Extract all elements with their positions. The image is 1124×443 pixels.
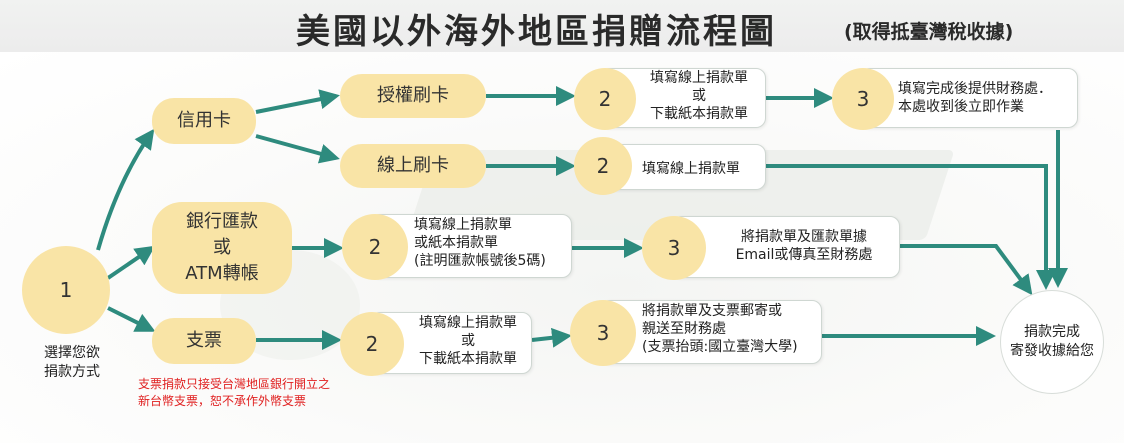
bank-step2-text: 填寫線上捐款單 或紙本捐款單 (註明匯款帳號後5碼) xyxy=(414,217,546,270)
auth-step2-text: 填寫線上捐款單 或 下載紙本捐款單 xyxy=(650,70,748,123)
method-check: 支票 xyxy=(152,318,256,364)
title-band xyxy=(0,0,1124,52)
start-label: 選擇您欲 捐款方式 xyxy=(44,345,100,380)
check-step3-box xyxy=(600,300,822,364)
auth-step3-box xyxy=(860,68,1078,128)
bank-step3-box xyxy=(672,216,900,278)
final-step-circle: 捐款完成 寄發收據給您 xyxy=(1000,290,1104,394)
start-step-number: 1 xyxy=(59,278,73,302)
start-step-circle: 1 xyxy=(22,246,110,334)
check-step2-circle: 2 xyxy=(340,312,404,376)
arrow-bank-step3-to-final xyxy=(900,244,1033,296)
auth-step3-circle: 3 xyxy=(832,68,894,130)
check-step3-text: 將捐款單及支票郵寄或 親送至財務處 (支票抬頭:國立臺灣大學) xyxy=(642,303,798,356)
check-note: 支票捐款只接受台灣地區銀行開立之 新台幣支票，恕不承作外幣支票 xyxy=(138,377,331,408)
arrow-check-step2-to-step3 xyxy=(531,327,572,348)
arrow-start-to-credit-card xyxy=(96,128,155,251)
page-subtitle: (取得抵臺灣稅收據) xyxy=(844,21,1014,43)
option-online-card: 線上刷卡 xyxy=(340,144,486,188)
online-step2-text: 填寫線上捐款單 xyxy=(642,161,740,177)
bank-step2-circle: 2 xyxy=(342,214,408,280)
auth-step3-text: 填寫完成後提供財務處． 本處收到後立即作業 xyxy=(898,81,1052,116)
option-authorized-card: 授權刷卡 xyxy=(340,74,486,118)
auth-step2-circle: 2 xyxy=(574,68,636,130)
arrow-credit-to-authorized xyxy=(255,89,340,114)
arrow-online-step2-to-final xyxy=(766,164,1056,290)
arrow-start-to-check xyxy=(107,306,156,332)
method-credit-card: 信用卡 xyxy=(152,98,256,144)
method-bank-transfer: 銀行匯款 或 ATM轉帳 xyxy=(152,202,292,294)
arrow-start-to-bank xyxy=(106,245,156,280)
arrow-credit-to-online xyxy=(255,134,340,164)
page-title: 美國以外海外地區捐贈流程圖 xyxy=(296,12,777,52)
check-step3-circle: 3 xyxy=(570,300,636,366)
check-step2-text: 填寫線上捐款單 或 下載紙本捐款單 xyxy=(419,315,517,368)
online-step2-circle: 2 xyxy=(574,137,632,195)
bank-step3-text: 將捐款單及匯款單據 Email或傳真至財務處 xyxy=(735,229,873,264)
bank-step3-circle: 3 xyxy=(642,216,706,280)
